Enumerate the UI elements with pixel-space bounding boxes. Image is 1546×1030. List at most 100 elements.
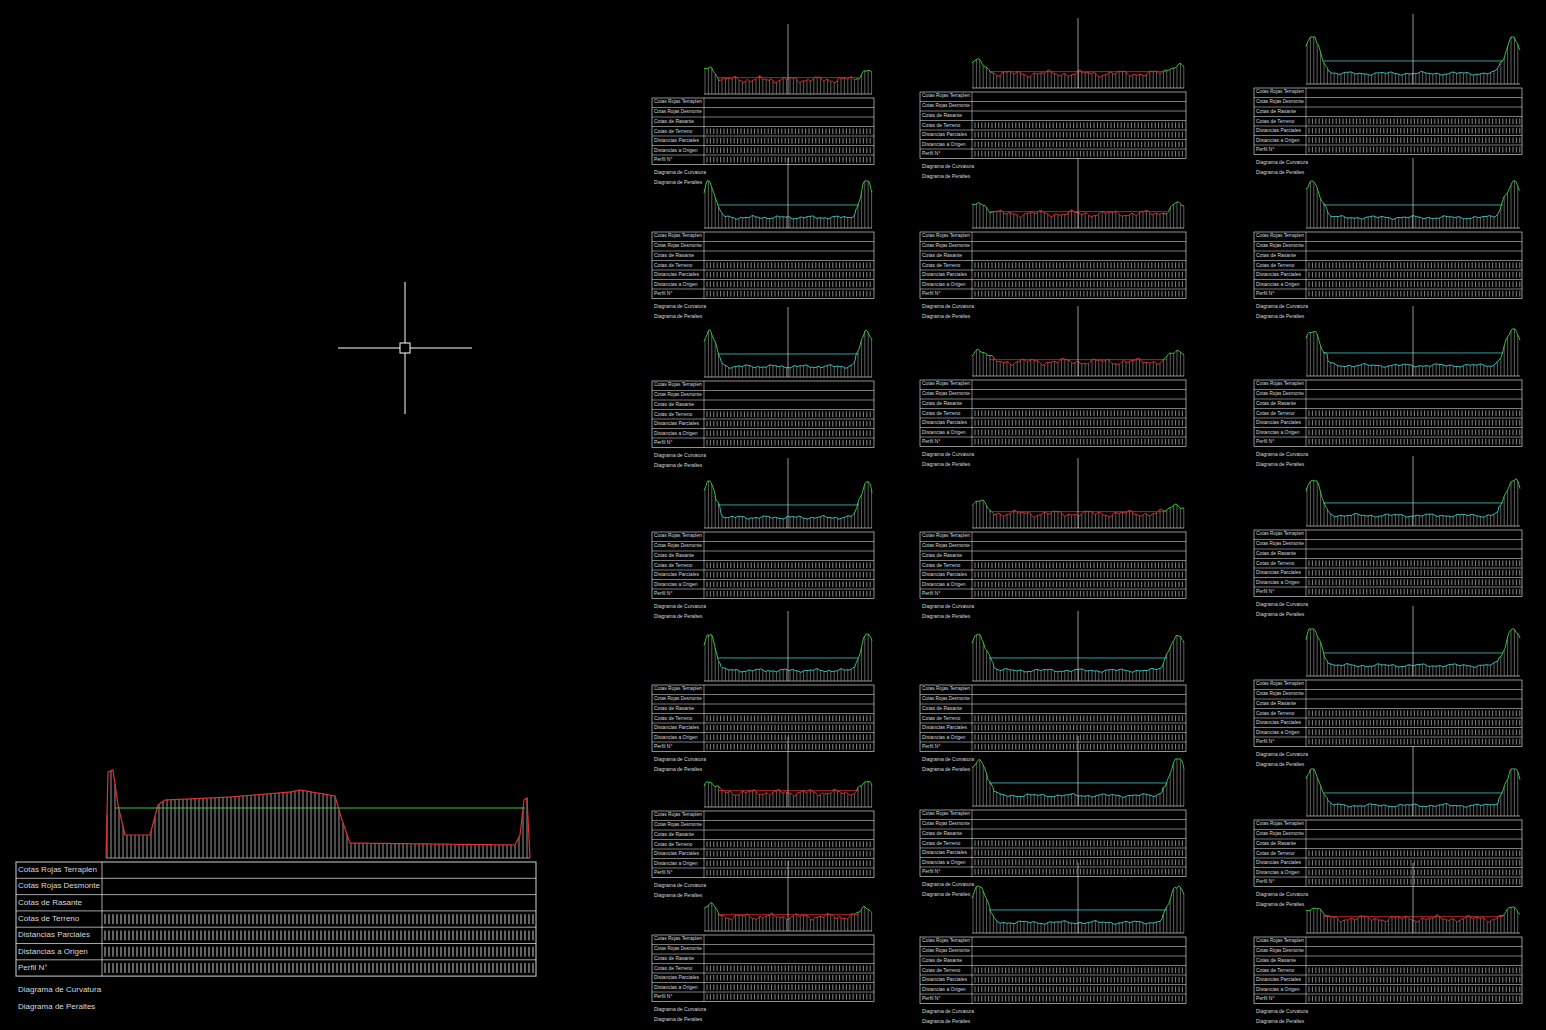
- table-row-line: [1254, 877, 1522, 878]
- terrain-line: [1163, 202, 1184, 214]
- terrain-line: [704, 903, 720, 916]
- table-column-line: [972, 685, 973, 752]
- table-row-line: [1254, 577, 1522, 578]
- row-header: Cotas Rojas Desmonte: [1256, 949, 1304, 954]
- terrain-line: [1306, 331, 1327, 354]
- terrain-line: [856, 781, 872, 791]
- profile-ordinates: [973, 202, 1184, 228]
- row-header: Cotas de Terreno: [922, 263, 960, 268]
- diagram-title: Diagrama de Curvatura: [1256, 1009, 1308, 1014]
- terrain-line: [1306, 37, 1327, 68]
- table-row-line: [1254, 549, 1522, 550]
- diagram-title: Diagrama de Peraltes: [922, 174, 970, 179]
- diagram-title: Diagrama de Curvatura: [1256, 892, 1308, 897]
- row-header: Distancias Parciales: [1256, 420, 1301, 425]
- row-header: Distancias a Origen: [1256, 580, 1300, 585]
- table-row-line: [920, 589, 1186, 590]
- table-row-line: [1254, 135, 1522, 136]
- row-header: Cotas Rojas Desmonte: [1256, 392, 1304, 397]
- terrain-line: [704, 782, 720, 788]
- row-header: Cotas Rojas Desmonte: [922, 822, 970, 827]
- table-row-line: [920, 579, 1186, 580]
- diagram-title: Diagrama de Curvatura: [1256, 602, 1308, 607]
- row-header: Cotas de Terreno: [1256, 119, 1294, 124]
- table-row-line: [1254, 965, 1522, 966]
- table-row-line: [652, 732, 874, 733]
- diagram-title: Diagrama de Peraltes: [922, 314, 970, 319]
- table-row-line: [920, 241, 1186, 242]
- row-header: Cotas Rojas Terraplen: [922, 382, 970, 387]
- table-row-line: [1254, 107, 1522, 108]
- table-values: [1309, 710, 1520, 744]
- table-row-line: [1254, 946, 1522, 947]
- table-row-line: [920, 130, 1186, 131]
- table-row-line: [16, 927, 536, 928]
- diagram-title: Diagrama de Peraltes: [1256, 314, 1304, 319]
- table-row-line: [920, 560, 1186, 561]
- table-row-line: [920, 819, 1186, 820]
- table-row-line: [652, 136, 874, 137]
- axis-line: [788, 307, 789, 377]
- diagram-title: Diagrama de Peraltes: [1256, 462, 1304, 467]
- data-table: [920, 810, 1186, 877]
- row-header: Distancias a Origen: [654, 985, 698, 990]
- terrain-line: [1499, 329, 1520, 360]
- table-row-line: [1254, 270, 1522, 271]
- terrain-line: [1163, 504, 1184, 511]
- data-table: [920, 92, 1186, 159]
- terrain-line: [972, 760, 993, 788]
- data-table: [920, 685, 1186, 752]
- axis-line: [788, 158, 789, 228]
- row-header: Distancias Parciales: [922, 572, 967, 577]
- table-column-line: [102, 862, 103, 976]
- table-column-line: [704, 532, 705, 599]
- data-table: [920, 532, 1186, 599]
- data-table: [1254, 937, 1522, 1004]
- diagram-title: Diagrama de Peraltes: [654, 314, 702, 319]
- table-row-line: [920, 260, 1186, 261]
- row-header: Distancias a Origen: [1256, 870, 1300, 875]
- row-header: Perfil N°: [654, 440, 672, 445]
- data-table: [652, 685, 874, 752]
- row-header: Distancias a Origen: [1256, 730, 1300, 735]
- row-header: Cotas Rojas Desmonte: [654, 823, 702, 828]
- row-header: Cotas Rojas Terraplen: [922, 687, 970, 692]
- row-header: Distancias a Origen: [922, 142, 966, 147]
- data-table: [652, 232, 874, 299]
- row-header: Distancias Parciales: [654, 272, 699, 277]
- row-header: Distancias a Origen: [922, 860, 966, 865]
- table-values: [975, 562, 1182, 596]
- profile-ordinates: [1307, 37, 1518, 84]
- row-header: Cotas Rojas Terraplen: [922, 94, 970, 99]
- row-header: Cotas de Rasante: [1256, 401, 1296, 406]
- table-row-line: [1254, 737, 1522, 738]
- table-row-line: [1254, 727, 1522, 728]
- axis-line: [1078, 458, 1079, 528]
- row-header: Cotas de Rasante: [922, 401, 962, 406]
- table-row-line: [920, 742, 1186, 743]
- row-header: Distancias Parciales: [1256, 570, 1301, 575]
- diagram-title: Diagrama de Curvatura: [654, 304, 706, 309]
- terrain-line: [1163, 350, 1184, 359]
- axis-line: [1078, 306, 1079, 376]
- table-row-line: [652, 400, 874, 401]
- row-header: Distancias a Origen: [654, 431, 698, 436]
- terrain-line: [1163, 886, 1184, 915]
- table-row-line: [1254, 829, 1522, 830]
- row-header: Cotas de Rasante: [922, 706, 962, 711]
- data-table: [1254, 232, 1522, 299]
- table-row-line: [1254, 994, 1522, 995]
- table-column-line: [1306, 820, 1307, 887]
- table-row-line: [652, 570, 874, 571]
- row-header: Cotas Rojas Desmonte: [654, 393, 702, 398]
- table-row-line: [920, 270, 1186, 271]
- row-header: Cotas Rojas Desmonte: [922, 244, 970, 249]
- table-row-line: [652, 830, 874, 831]
- row-header: Cotas de Terreno: [654, 716, 692, 721]
- row-header: Cotas Rojas Terraplen: [654, 937, 702, 942]
- table-row-line: [1254, 260, 1522, 261]
- row-header: Cotas Rojas Terraplen: [1256, 532, 1304, 537]
- table-row-line: [920, 551, 1186, 552]
- table-column-line: [1306, 232, 1307, 299]
